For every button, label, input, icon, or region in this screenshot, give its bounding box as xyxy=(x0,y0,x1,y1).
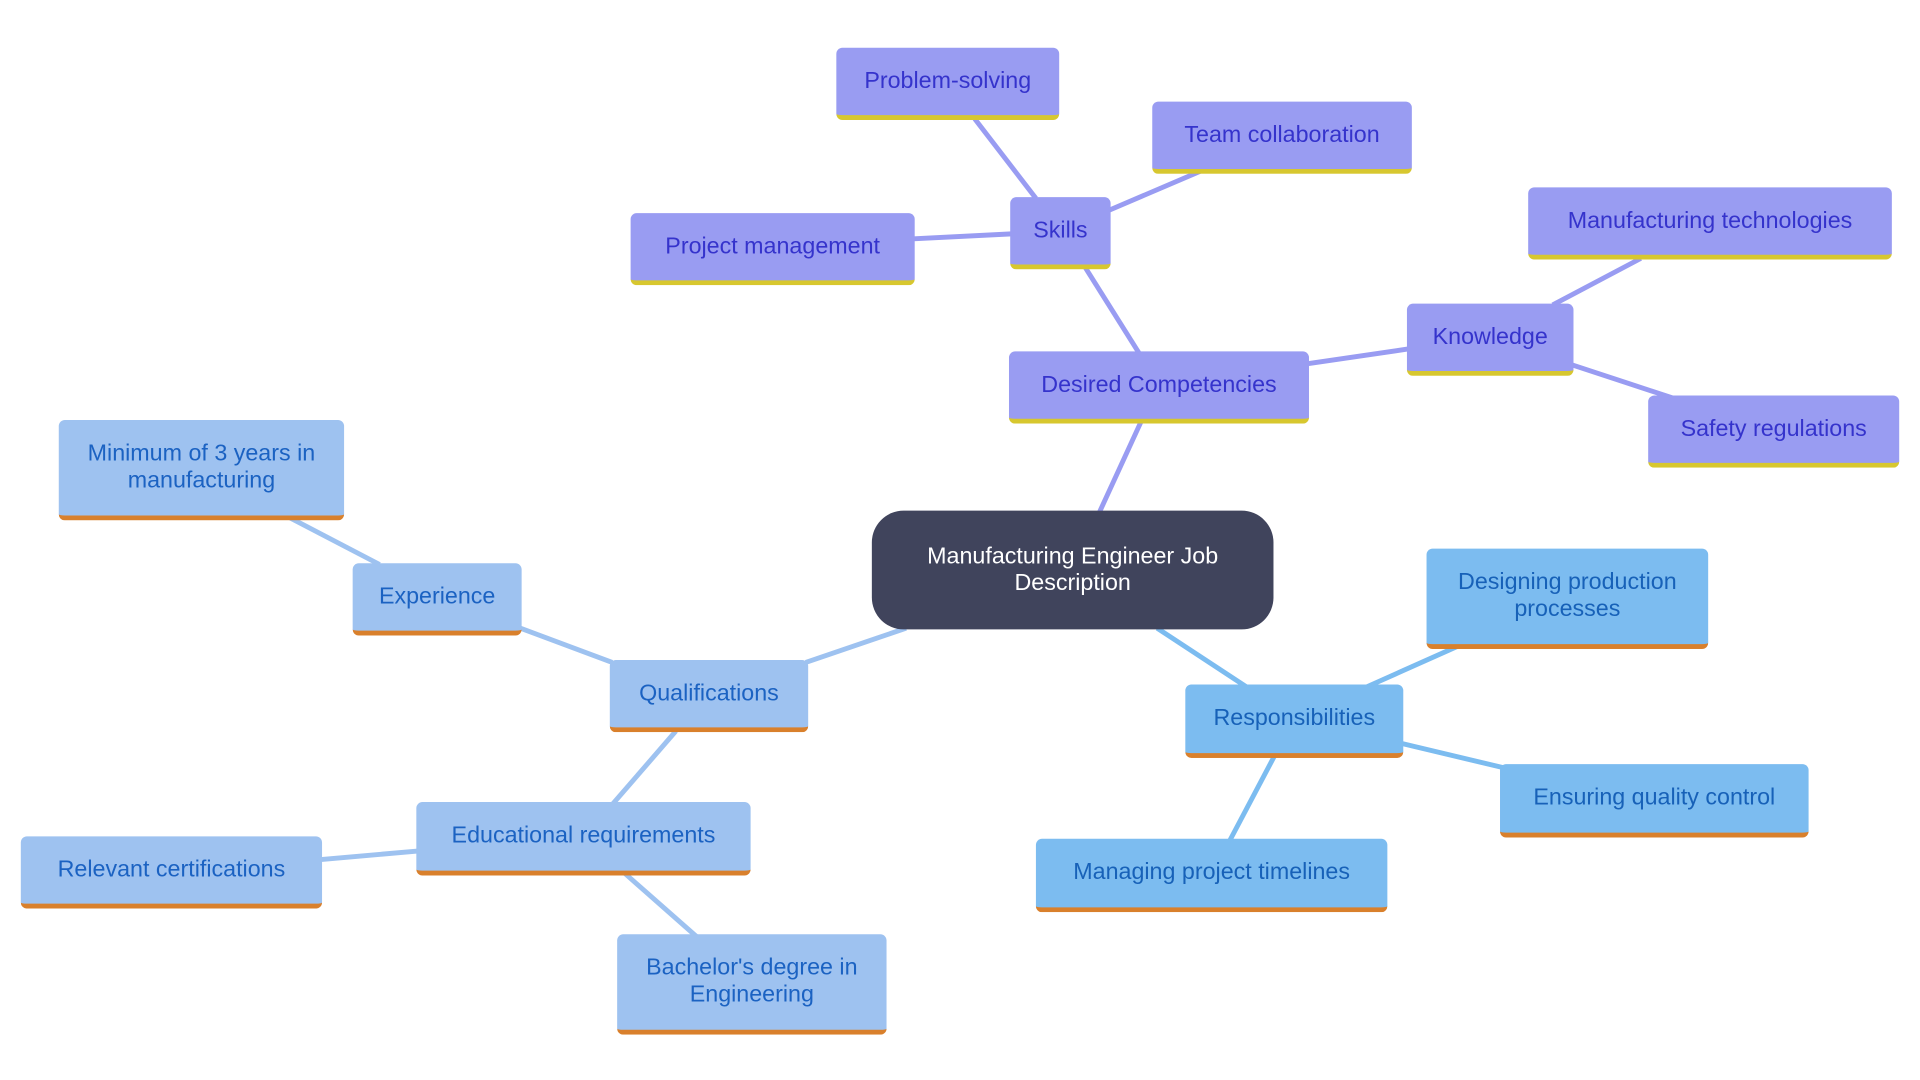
node-designing-production-processes[interactable]: Designing production processes xyxy=(1426,548,1709,649)
node-educational-requirements-label: Educational requirements xyxy=(451,822,716,849)
edge-responsibilities-designing xyxy=(1365,644,1459,690)
edge-root-competencies xyxy=(1097,420,1144,513)
edge-education-bachelors xyxy=(622,871,699,939)
node-qualifications-label: Qualifications xyxy=(639,680,779,706)
node-problem-solving-label: Problem-solving xyxy=(864,67,1032,94)
edge-responsibilities-timelines xyxy=(1227,754,1277,843)
node-manufacturing-technologies[interactable]: Manufacturing technologies xyxy=(1528,187,1892,260)
node-skills-label: Skills xyxy=(1033,217,1088,244)
node-qualifications[interactable]: Qualifications xyxy=(609,660,809,733)
node-managing-project-timelines[interactable]: Managing project timelines xyxy=(1035,838,1388,913)
node-team-collaboration[interactable]: Team collaboration xyxy=(1152,101,1412,174)
node-desired-competencies-label: Desired Competencies xyxy=(1041,371,1277,398)
node-managing-project-timelines-label: Managing project timelines xyxy=(1073,859,1351,886)
node-safety-regulations-label: Safety regulations xyxy=(1680,415,1867,442)
node-bachelors-degree[interactable]: Bachelor's degree in Engineering xyxy=(617,934,887,1035)
edge-skills-problem-solving xyxy=(972,117,1038,200)
node-skills[interactable]: Skills xyxy=(1010,197,1111,270)
node-problem-solving[interactable]: Problem-solving xyxy=(836,47,1060,121)
edge-root-responsibilities xyxy=(1155,626,1248,689)
node-responsibilities[interactable]: Responsibilities xyxy=(1185,684,1404,758)
edge-competencies-skills xyxy=(1082,265,1141,354)
node-project-management-label: Project management xyxy=(665,233,880,259)
edge-qualifications-education xyxy=(610,729,678,807)
edge-competencies-knowledge xyxy=(1307,346,1409,367)
node-ensuring-quality-control[interactable]: Ensuring quality control xyxy=(1500,764,1809,838)
edge-knowledge-manufacturing-technologies xyxy=(1551,256,1642,308)
node-minimum-experience[interactable]: Minimum of 3 years in manufacturing xyxy=(58,420,345,521)
node-knowledge-label: Knowledge xyxy=(1432,323,1548,350)
node-manufacturing-technologies-label: Manufacturing technologies xyxy=(1567,207,1853,234)
edge-responsibilities-quality xyxy=(1400,740,1505,771)
edge-qualifications-experience xyxy=(519,625,614,665)
edge-skills-project-management xyxy=(913,231,1012,242)
edge-root-qualifications xyxy=(804,625,907,665)
node-bachelors-degree-label: Bachelor's degree in Engineering xyxy=(646,955,858,1008)
node-experience[interactable]: Experience xyxy=(352,563,522,636)
node-experience-label: Experience xyxy=(378,583,496,610)
node-safety-regulations[interactable]: Safety regulations xyxy=(1648,395,1900,468)
root-node-label: Manufacturing Engineer Job Description xyxy=(927,543,1219,596)
node-minimum-experience-label: Minimum of 3 years in manufacturing xyxy=(87,440,316,494)
edge-education-certifications xyxy=(320,848,418,863)
edge-knowledge-safety-regulations xyxy=(1571,362,1674,401)
edge-skills-team-collaboration xyxy=(1107,169,1201,213)
node-knowledge[interactable]: Knowledge xyxy=(1406,303,1574,376)
node-desired-competencies[interactable]: Desired Competencies xyxy=(1008,351,1309,424)
root-node[interactable]: Manufacturing Engineer Job Description xyxy=(871,510,1274,630)
node-relevant-certifications-label: Relevant certifications xyxy=(57,856,286,883)
node-project-management[interactable]: Project management xyxy=(630,213,915,286)
node-designing-production-processes-label: Designing production processes xyxy=(1458,569,1677,623)
node-educational-requirements[interactable]: Educational requirements xyxy=(416,802,751,876)
edge-experience-min-years xyxy=(289,515,381,567)
node-ensuring-quality-control-label: Ensuring quality control xyxy=(1533,784,1776,811)
node-responsibilities-label: Responsibilities xyxy=(1213,705,1376,732)
node-team-collaboration-label: Team collaboration xyxy=(1184,121,1380,148)
node-relevant-certifications[interactable]: Relevant certifications xyxy=(20,836,323,909)
